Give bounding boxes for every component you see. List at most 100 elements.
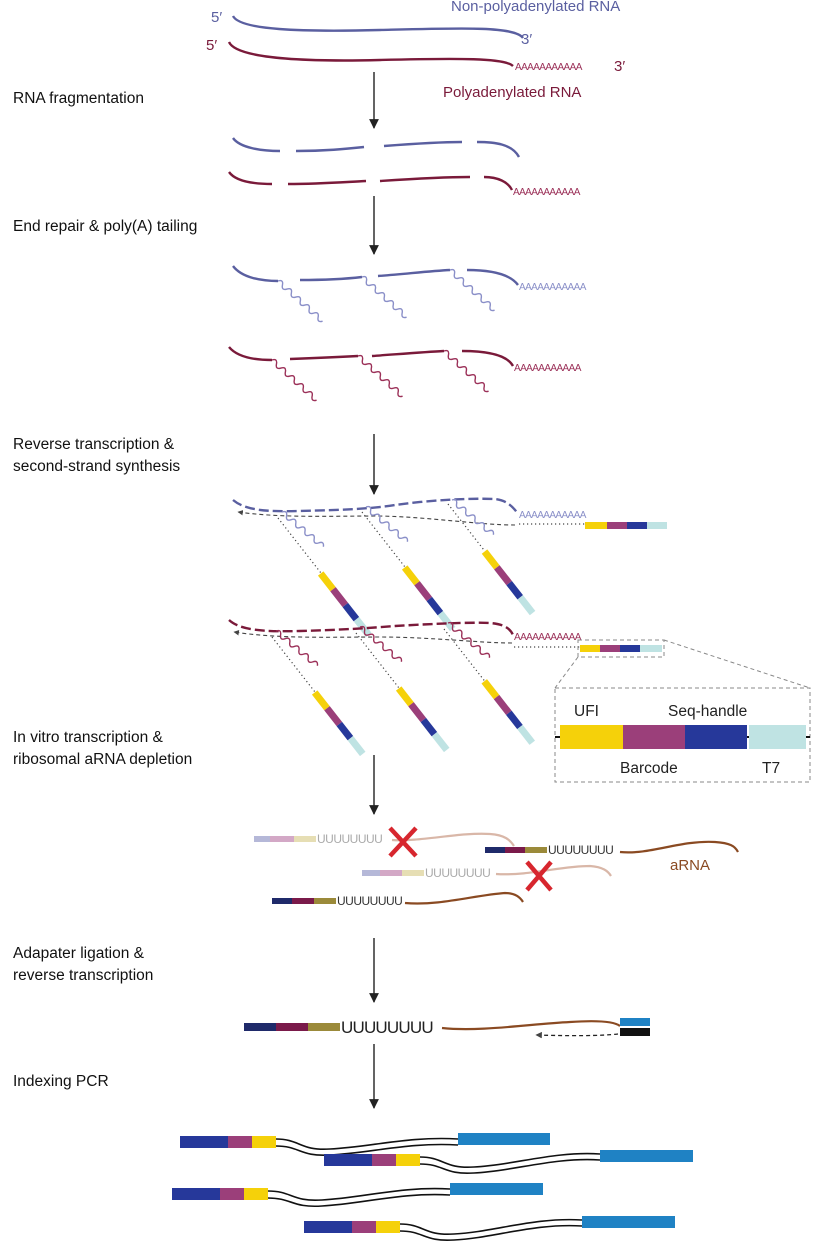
- barcode-segment: [228, 1136, 252, 1148]
- red-polyA-wave: [447, 621, 491, 658]
- blue-polyA-wave: [451, 498, 495, 535]
- ufi-segment: [252, 1136, 276, 1148]
- barcode-segment: [600, 645, 620, 652]
- barcode-segment: [408, 702, 427, 723]
- ufi-segment: [308, 1023, 340, 1031]
- barcode-segment: [607, 522, 627, 529]
- barcode-segment-faded: [270, 836, 294, 842]
- u-tract: UUUUUUUU: [337, 894, 402, 908]
- seq-handle-segment: [272, 898, 292, 904]
- red-polyA-wave: [357, 354, 403, 398]
- step-label-end-repair: End repair & poly(A) tailing: [13, 218, 197, 235]
- inset-barcode-block: [623, 725, 685, 749]
- barcode-segment: [494, 565, 512, 586]
- red-fragment: [287, 179, 367, 186]
- barcode-segment: [493, 694, 512, 715]
- seq-handle-segment: [620, 645, 640, 652]
- seq-handle-segment: [172, 1188, 220, 1200]
- insert-strand: [267, 1193, 451, 1208]
- insert-strand: [399, 1218, 583, 1235]
- adapter-blue: [600, 1150, 693, 1162]
- polyA-tail: AAAAAAAAAAA: [519, 282, 587, 293]
- insert-strand: [419, 1158, 601, 1175]
- blue-fragment: [466, 268, 519, 286]
- barcode-segment: [330, 587, 349, 608]
- ufi-segment: [580, 645, 600, 652]
- adapter-blue: [582, 1216, 675, 1228]
- ufi-segment: [525, 847, 547, 853]
- blue-polyA-wave: [281, 510, 325, 547]
- pcr-amplicon: [172, 1183, 543, 1208]
- insert-strand: [419, 1152, 601, 1168]
- dT-ladder: [277, 517, 322, 574]
- ufi-segment-faded: [402, 870, 424, 876]
- dT-ladder: [361, 511, 406, 568]
- step-label-adapter-line2: reverse transcription: [13, 967, 153, 984]
- dT-ladder: [355, 632, 400, 689]
- pcr-amplicon: [304, 1216, 675, 1242]
- rt-products-red: AAAAAAAAAAA: [228, 619, 665, 757]
- inset-seq-handle-label: Seq-handle: [668, 703, 747, 720]
- five-prime-label-blue: 5′: [211, 9, 222, 26]
- u-tract: UUUUUUUU: [548, 843, 613, 857]
- blue-polyA-wave: [449, 268, 495, 312]
- inset-t7-block: [749, 725, 806, 749]
- pcr-products: [172, 1133, 693, 1242]
- barcode-segment: [324, 706, 343, 727]
- inset-barcode-label: Barcode: [620, 760, 678, 777]
- polyA-tail: AAAAAAAAAAA: [513, 187, 581, 198]
- ufi-segment-faded: [294, 836, 316, 842]
- seq-handle-segment: [324, 1154, 372, 1166]
- second-strand-dashed: [233, 630, 513, 644]
- t7-segment: [517, 595, 536, 616]
- step-label-ivt-line2: ribosomal aRNA depletion: [13, 751, 192, 768]
- seq-handle-segment: [180, 1136, 228, 1148]
- non-polyadenylated-rna-label: Non-polyadenylated RNA: [451, 0, 620, 15]
- polyadenylated-rna-label: Polyadenylated RNA: [443, 84, 581, 101]
- ufi-segment: [396, 1154, 420, 1166]
- step-label-rt-line1: Reverse transcription &: [13, 436, 175, 453]
- blue-fragment: [383, 140, 463, 148]
- seq-handle-segment: [506, 710, 523, 730]
- arna-label: aRNA: [670, 857, 710, 874]
- depletion-cross: [388, 826, 418, 858]
- blue-fragment: [476, 140, 521, 158]
- insert-strand: [399, 1224, 583, 1242]
- seq-handle-segment: [627, 522, 647, 529]
- red-polyA-wave: [359, 625, 403, 662]
- polyadenylated-rna-strand: [227, 41, 514, 67]
- barcode-segment: [276, 1023, 308, 1031]
- dT-ladder: [271, 636, 316, 693]
- step-label-adapter-line1: Adapater ligation &: [13, 945, 145, 962]
- blue-fragment: [232, 265, 279, 283]
- ufi-segment: [401, 565, 420, 586]
- rrna-strand-faded: [391, 832, 515, 847]
- tailed-fragments: AAAAAAAAAAA AAAAAAAAAAA: [228, 265, 587, 402]
- seq-handle-segment: [342, 602, 360, 622]
- red-fragment: [371, 349, 445, 358]
- red-fragment-dashed: [228, 619, 515, 636]
- ufi-segment: [481, 549, 500, 570]
- input-rnas: 5′ 3′ Non-polyadenylated RNA 5′ AAAAAAAA…: [206, 0, 625, 101]
- rt-products-blue: AAAAAAAAAAA: [232, 497, 667, 638]
- u-tract: UUUUUUUU: [341, 1018, 433, 1037]
- red-polyA-wave: [275, 629, 319, 666]
- seq-handle-segment: [506, 580, 524, 600]
- t7-segment: [647, 522, 667, 529]
- seq-handle-segment: [244, 1023, 276, 1031]
- ufi-segment: [314, 898, 336, 904]
- red-fragment: [379, 175, 471, 183]
- arna-products: UUUUUUUU UUUUUUUU aRNA UUUUUUUU UUUUUUUU: [254, 826, 739, 908]
- red-fragment: [289, 354, 359, 361]
- adapter-black: [620, 1028, 650, 1036]
- t7-segment: [437, 611, 456, 632]
- three-prime-label-blue: 3′: [521, 31, 532, 48]
- fragmented-rnas: AAAAAAAAAAA: [228, 137, 581, 198]
- t7-segment: [347, 736, 366, 757]
- ufi-segment: [395, 686, 414, 707]
- pcr-amplicon: [180, 1133, 550, 1157]
- pcr-amplicon: [324, 1150, 693, 1175]
- adapter-blue: [458, 1133, 550, 1145]
- insert-strand: [267, 1187, 451, 1202]
